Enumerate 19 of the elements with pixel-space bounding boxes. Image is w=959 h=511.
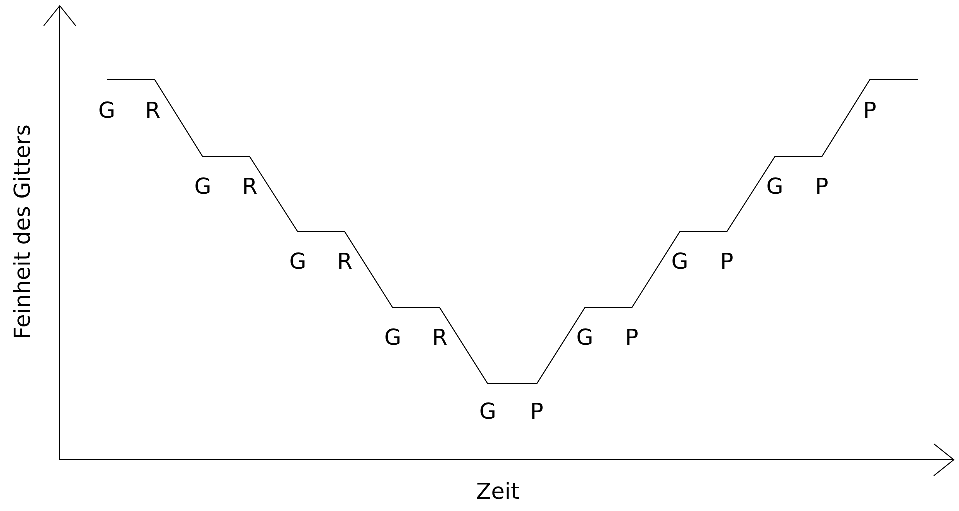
step-label: P [720,250,734,276]
step-label: G [671,250,689,276]
step-label: G [384,326,402,352]
step-label: R [145,99,161,125]
step-label: R [432,326,448,352]
step-label: G [766,175,784,201]
step-label: G [194,175,212,201]
step-label: P [815,175,829,201]
step-label: R [242,175,258,201]
step-label: G [289,250,307,276]
step-label: P [530,400,544,426]
step-label: G [98,99,116,125]
step-label: P [625,326,639,352]
axis-title: Feinheit des Gitters [11,124,37,340]
axis-title: Zeit [476,480,520,506]
step-label: P [863,99,877,125]
step-label: G [479,400,497,426]
step-label: G [576,326,594,352]
step-label: R [337,250,353,276]
